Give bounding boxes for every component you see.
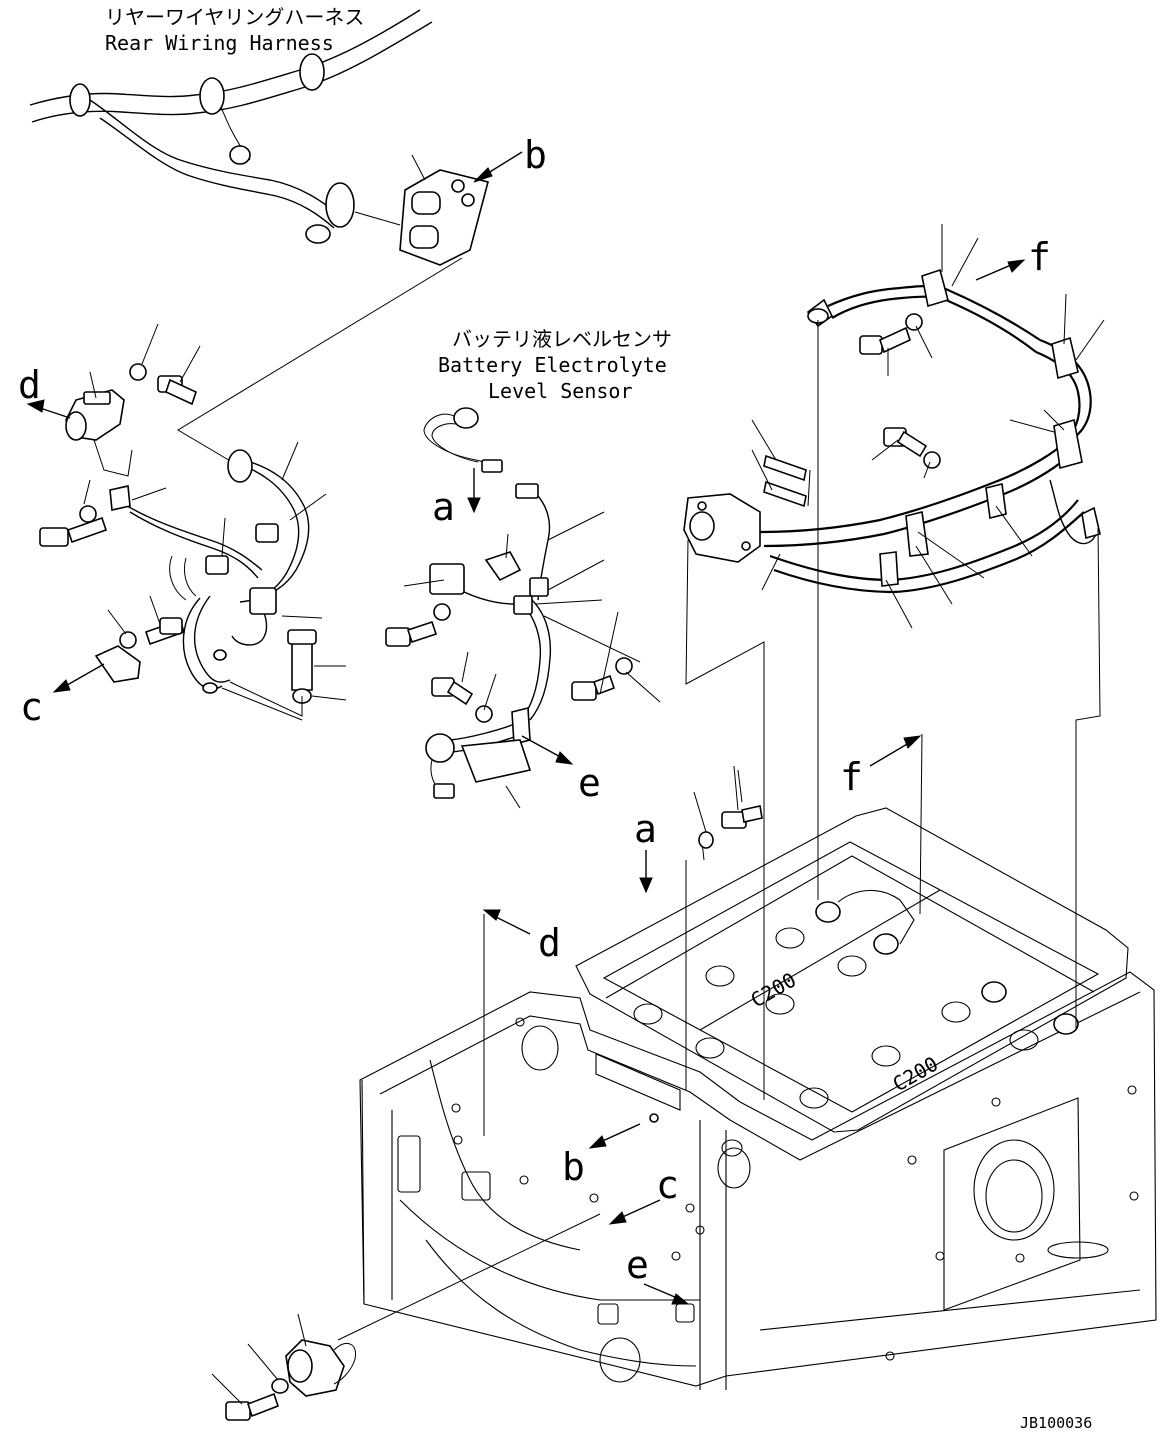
callout-e-frame: e (626, 1243, 649, 1287)
rear-wiring-harness (29, 9, 433, 244)
lower-relay-assembly (211, 1313, 356, 1421)
routing-leaders (337, 320, 1101, 1341)
battery-level-sensor-assembly (385, 407, 661, 809)
callout-c-left: c (20, 685, 43, 729)
sensor-label-en-line1: Battery Electrolyte (438, 353, 667, 377)
arrow-a-top: a (432, 468, 481, 529)
harness-bracket-plate (399, 154, 489, 266)
rear-harness-label-jp: リヤーワイヤリングハーネス (105, 5, 364, 29)
arrow-d-left: d (18, 363, 71, 419)
arrow-a-frame: a (634, 807, 657, 894)
arrow-f-top: f (975, 235, 1051, 281)
battery-mark-right: C200 (889, 1051, 943, 1096)
battery-mark-left: C200 (747, 967, 801, 1012)
arrow-e-frame: e (626, 1243, 690, 1305)
arrow-c-frame: c (608, 1163, 679, 1225)
sensor-label-en-line2: Level Sensor (488, 379, 633, 403)
arrow-b-top: b (473, 133, 547, 183)
callout-a-top: a (432, 485, 455, 529)
callout-b-top: b (524, 133, 547, 177)
arrow-e-top: e (521, 735, 601, 805)
callout-b-frame: b (562, 1145, 585, 1189)
callout-c-frame: c (656, 1163, 679, 1207)
arrow-c-left: c (20, 663, 105, 729)
battery-cable-assembly (683, 224, 1105, 629)
rear-wiring-harness-label: リヤーワイヤリングハーネス Rear Wiring Harness (105, 5, 364, 55)
callout-f-top: f (1028, 235, 1051, 279)
rear-harness-label-en: Rear Wiring Harness (105, 31, 334, 55)
arrow-d-frame: d (482, 909, 561, 965)
left-harness-assembly (39, 323, 347, 721)
arrow-f-frame: f (840, 735, 922, 799)
frame-fasteners (649, 765, 763, 1123)
arrow-b-frame: b (562, 1123, 641, 1189)
callout-a-frame: a (634, 807, 657, 851)
battery-sensor-label: バッテリ液レベルセンサ Battery Electrolyte Level Se… (438, 327, 672, 403)
callout-f-frame: f (840, 755, 863, 799)
sensor-label-jp: バッテリ液レベルセンサ (452, 327, 672, 351)
callout-d-left: d (18, 363, 41, 407)
leader-b-to-harness (177, 257, 463, 463)
drawing-code: JB100036 (1020, 1414, 1092, 1432)
callout-e-top: e (578, 761, 601, 805)
machine-frame: C200 C200 (359, 807, 1157, 1390)
callout-d-frame: d (538, 921, 561, 965)
